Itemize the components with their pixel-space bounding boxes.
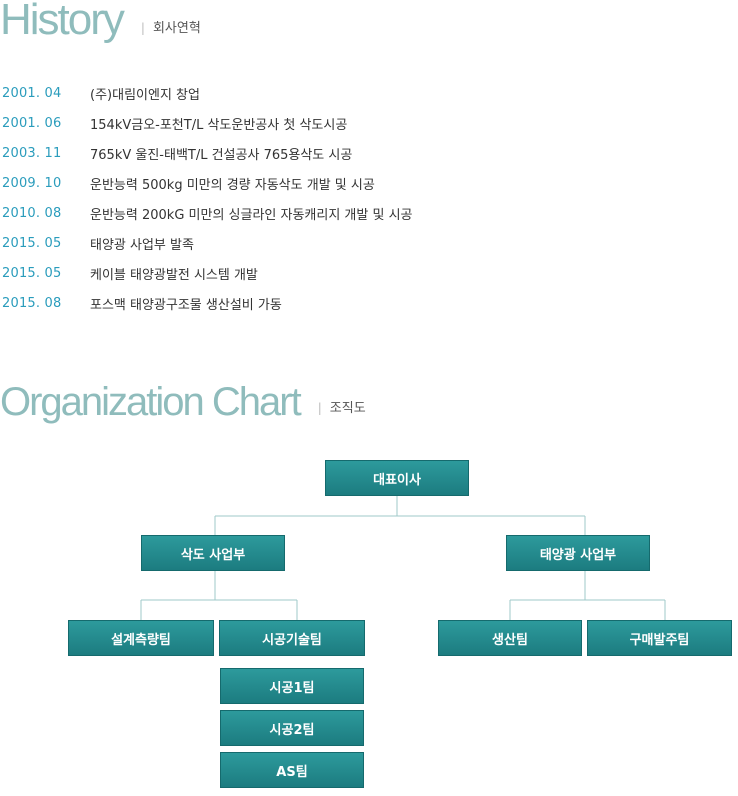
- history-title: History: [0, 0, 125, 44]
- history-subtitle: 회사연혁: [152, 21, 201, 36]
- history-text: 154kV금오-포천T/L 삭도운반공사 첫 삭도시공: [90, 117, 348, 133]
- history-text: 케이블 태양광발전 시스템 개발: [90, 267, 258, 283]
- history-text: (주)대림이엔지 창업: [90, 87, 200, 103]
- history-date: 2001. 06: [2, 115, 62, 131]
- history-date: 2009. 10: [2, 175, 62, 191]
- history-item: 2015. 05 케이블 태양광발전 시스템 개발: [2, 258, 413, 288]
- history-text: 운반능력 200kG 미만의 싱글라인 자동캐리지 개발 및 시공: [90, 207, 413, 223]
- org-box-division: 삭도 사업부: [141, 535, 285, 571]
- history-item: 2010. 08 운반능력 200kG 미만의 싱글라인 자동캐리지 개발 및 시…: [2, 198, 413, 228]
- history-text: 765kV 울진-태백T/L 건설공사 765용삭도 시공: [90, 147, 353, 163]
- history-text: 포스맥 태양광구조물 생산설비 가동: [90, 297, 282, 313]
- history-item: 2001. 04 (주)대림이엔지 창업: [2, 78, 413, 108]
- org-box-team: 시공기술팀: [219, 620, 365, 656]
- history-date: 2001. 04: [2, 85, 62, 101]
- history-item: 2009. 10 운반능력 500kg 미만의 경량 자동삭도 개발 및 시공: [2, 168, 413, 198]
- org-box-subteam: 시공1팀: [220, 668, 364, 704]
- history-date: 2015. 08: [2, 295, 62, 311]
- history-item: 2001. 06 154kV금오-포천T/L 삭도운반공사 첫 삭도시공: [2, 108, 413, 138]
- org-header: Organization Chart | 조직도: [0, 382, 366, 422]
- history-separator: |: [140, 21, 145, 35]
- history-date: 2015. 05: [2, 235, 62, 251]
- org-subtitle: 조직도: [329, 401, 366, 416]
- history-text: 운반능력 500kg 미만의 경량 자동삭도 개발 및 시공: [90, 177, 375, 193]
- history-text: 태양광 사업부 발족: [90, 237, 194, 253]
- org-box-division: 태양광 사업부: [506, 535, 650, 571]
- history-date: 2010. 08: [2, 205, 62, 221]
- history-date: 2003. 11: [2, 145, 62, 161]
- history-item: 2015. 05 태양광 사업부 발족: [2, 228, 413, 258]
- org-title: Organization Chart: [0, 380, 302, 424]
- history-list: 2001. 04 (주)대림이엔지 창업 2001. 06 154kV금오-포천T/…: [2, 78, 413, 318]
- org-box-team: 생산팀: [438, 620, 582, 656]
- org-box-subteam: 시공2팀: [220, 710, 364, 746]
- org-separator: |: [317, 401, 322, 415]
- org-box-ceo: 대표이사: [325, 460, 469, 496]
- org-box-subteam: AS팀: [220, 752, 364, 788]
- org-box-team: 설계측량팀: [68, 620, 214, 656]
- org-box-team: 구매발주팀: [587, 620, 732, 656]
- history-item: 2015. 08 포스맥 태양광구조물 생산설비 가동: [2, 288, 413, 318]
- history-date: 2015. 05: [2, 265, 62, 281]
- history-item: 2003. 11 765kV 울진-태백T/L 건설공사 765용삭도 시공: [2, 138, 413, 168]
- history-header: History | 회사연혁: [0, 0, 201, 44]
